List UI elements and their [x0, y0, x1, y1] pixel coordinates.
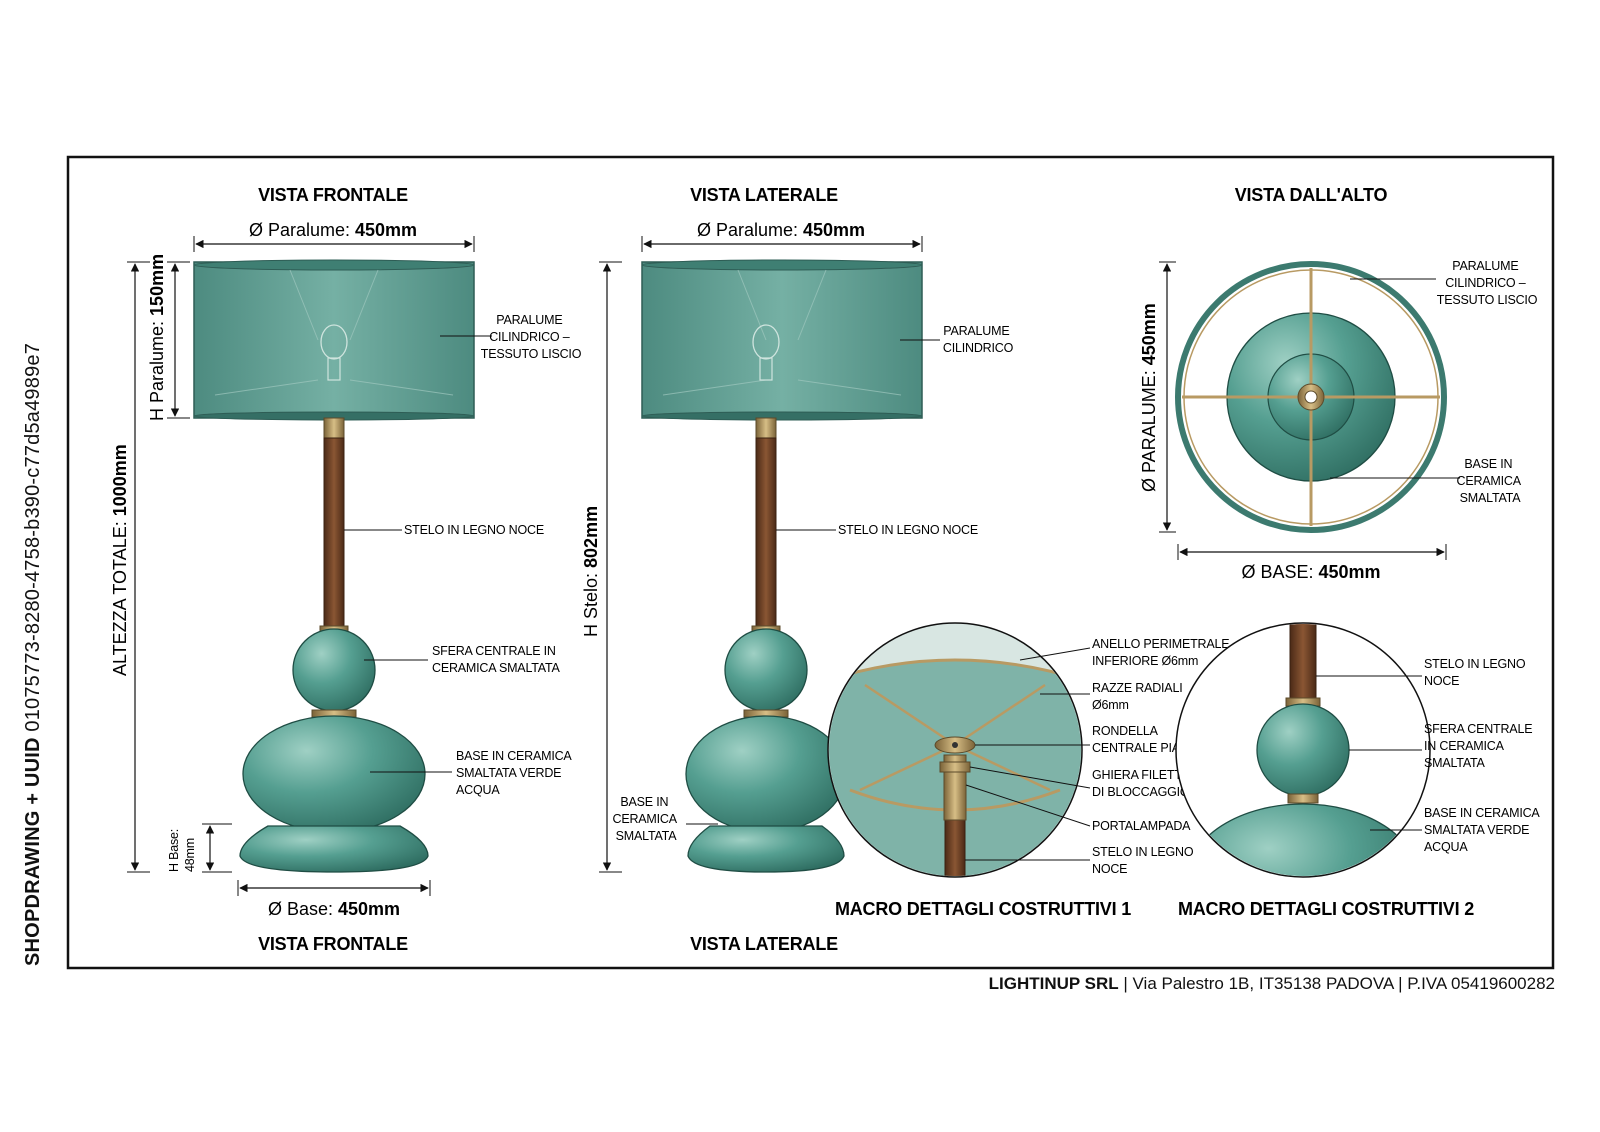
front-view-title-bottom: VISTA FRONTALE [258, 934, 408, 954]
company-footer: LIGHTINUP SRL | Via Palestro 1B, IT35138… [989, 974, 1555, 994]
company-name: LIGHTINUP SRL [988, 974, 1119, 993]
macro1-title: MACRO DETTAGLI COSTRUTTIVI 1 [835, 899, 1131, 919]
macro1-stem-label: STELO IN LEGNO NOCE [1092, 845, 1197, 876]
front-shade-width-text: Ø Paralume: 450mm [249, 220, 417, 240]
front-base-body [242, 715, 426, 833]
front-shade-label: PARALUME CILINDRICO – TESSUTO LISCIO [481, 313, 582, 361]
macro2-title: MACRO DETTAGLI COSTRUTTIVI 2 [1178, 899, 1474, 919]
front-bulb [320, 324, 348, 360]
front-base-height-line1: H Base: [167, 829, 181, 872]
side-sphere [724, 628, 808, 712]
side-base-body [685, 715, 847, 833]
front-shade-height-text: H Paralume: 150mm [147, 254, 167, 421]
side-base-foot [687, 825, 845, 873]
macro-detail-1: ANELLO PERIMETRALE INFERIORE Ø6mm RAZZE … [827, 622, 1233, 919]
macro1-spokes-label: RAZZE RADIALI Ø6mm [1092, 681, 1186, 712]
side-base-label: BASE IN CERAMICA SMALTATA [613, 795, 680, 843]
front-stem [323, 437, 345, 631]
macro1-socket-label: PORTALAMPADA [1092, 819, 1191, 833]
top-base-label: BASE IN CERAMICA SMALTATA [1457, 457, 1524, 505]
side-shade-width-text: Ø Paralume: 450mm [697, 220, 865, 240]
shopdrawing-prefix: SHOPDRAWING + UUID [22, 737, 44, 966]
macro2-sphere-label: SFERA CENTRALE IN CERAMICA SMALTATA [1424, 722, 1536, 770]
macro2-base [1187, 803, 1419, 876]
top-view-title: VISTA DALL'ALTO [1235, 185, 1388, 205]
front-sphere-label: SFERA CENTRALE IN CERAMICA SMALTATA [432, 644, 560, 675]
front-view: VISTA FRONTALE Ø Paralume: 450mm H Paral… [110, 185, 582, 954]
front-shade [193, 261, 475, 419]
front-base-label: BASE IN CERAMICA SMALTATA VERDE ACQUA [456, 749, 574, 797]
drawing-frame [66, 155, 1555, 970]
top-view: VISTA DALL'ALTO Ø PARALUME: 450mm Ø BASE… [1139, 185, 1538, 582]
macro1-washer-label: RONDELLA CENTRALE PIANA [1092, 724, 1198, 755]
front-total-height-text: ALTEZZA TOTALE: 1000mm [110, 444, 130, 676]
front-base-height-line2: 48mm [183, 838, 197, 872]
side-stem-label: STELO IN LEGNO NOCE [838, 523, 978, 537]
macro1-nut-label: GHIERA FILETTATA DI BLOCCAGGIO [1092, 768, 1205, 799]
macro-detail-2: STELO IN LEGNO NOCE SFERA CENTRALE IN CE… [1175, 622, 1542, 919]
company-details: | Via Palestro 1B, IT35138 PADOVA | P.IV… [1123, 974, 1555, 993]
macro2-base-label: BASE IN CERAMICA SMALTATA VERDE ACQUA [1424, 806, 1542, 854]
top-shade-diameter-text: Ø PARALUME: 450mm [1139, 303, 1159, 492]
side-stem-height-text: H Stelo: 802mm [581, 506, 601, 637]
side-bulb [752, 324, 780, 360]
front-stem-label: STELO IN LEGNO NOCE [404, 523, 544, 537]
macro1-ring-label: ANELLO PERIMETRALE INFERIORE Ø6mm [1092, 637, 1233, 668]
side-view-title-bottom: VISTA LATERALE [690, 934, 838, 954]
front-base-width-text: Ø Base: 450mm [268, 899, 400, 919]
macro2-stem [1289, 624, 1317, 701]
macro1-stem [944, 819, 966, 876]
side-stem [755, 437, 777, 631]
side-stem-collar [755, 417, 777, 439]
uuid-code: 01075773-8280-4758-b390-c77d5a4989e7 [22, 342, 44, 732]
macro2-stem-label: STELO IN LEGNO NOCE [1424, 657, 1529, 688]
front-view-title-top: VISTA FRONTALE [258, 185, 408, 205]
front-sphere [292, 628, 376, 712]
top-base-diameter-text: Ø BASE: 450mm [1241, 562, 1380, 582]
side-shade-label: PARALUME CILINDRICO [943, 324, 1014, 355]
shopdrawing-uuid-label: SHOPDRAWING + UUID 01075773-8280-4758-b3… [22, 343, 45, 966]
side-shade [641, 261, 923, 419]
top-shade-label: PARALUME CILINDRICO – TESSUTO LISCIO [1437, 259, 1538, 307]
macro2-sphere [1256, 703, 1350, 797]
front-base-foot [239, 825, 429, 873]
front-stem-collar [323, 417, 345, 439]
macro1-locking-nut [939, 761, 971, 773]
side-view: VISTA LATERALE Ø Paralume: 450mm H Stelo… [581, 185, 1014, 954]
side-view-title-top: VISTA LATERALE [690, 185, 838, 205]
